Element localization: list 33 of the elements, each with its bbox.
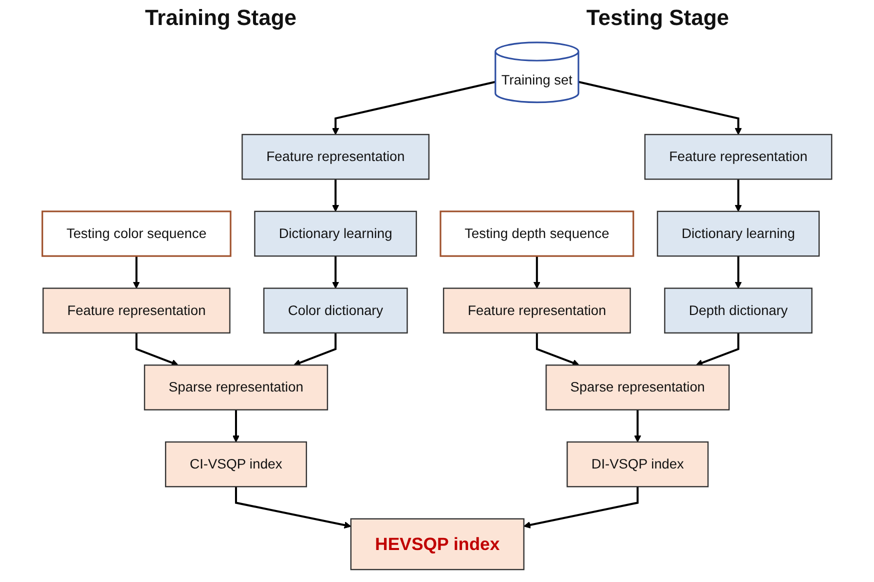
node-box: Color dictionary: [263, 288, 408, 334]
arrow: [533, 256, 540, 289]
arrow: [634, 410, 642, 442]
node-box: DI-VSQP index: [566, 441, 709, 488]
arrow: [132, 256, 140, 289]
node-box: Feature representation: [442, 288, 631, 334]
arrow: [332, 80, 496, 135]
arrow: [696, 332, 740, 366]
arrow: [232, 410, 240, 442]
node-box: Dictionary learning: [656, 210, 820, 257]
arrow: [332, 256, 340, 289]
node-box: Feature representation: [644, 134, 832, 180]
arrow: [524, 486, 639, 528]
node-box: Testing depth sequence: [440, 210, 634, 257]
arrow: [536, 332, 580, 366]
node-box: Sparse representation: [144, 364, 328, 410]
node-box: Sparse representation: [546, 364, 730, 410]
stage-heading: Training Stage: [144, 5, 297, 31]
node-box: Feature representation: [242, 134, 430, 180]
arrow: [135, 332, 178, 366]
stage-heading: Testing Stage: [586, 5, 730, 31]
arrow: [235, 486, 352, 529]
node-box: Feature representation: [42, 288, 230, 334]
node-box: Dictionary learning: [254, 210, 417, 257]
arrow: [332, 179, 340, 212]
node-box: HEVSQP index: [350, 518, 524, 570]
node-box: Testing color sequence: [42, 210, 232, 257]
node-box: Depth dictionary: [664, 288, 812, 334]
arrow: [734, 256, 742, 289]
arrow: [734, 179, 742, 212]
node-box: CI-VSQP index: [164, 441, 308, 488]
arrow: [294, 332, 337, 366]
arrow: [578, 80, 742, 135]
